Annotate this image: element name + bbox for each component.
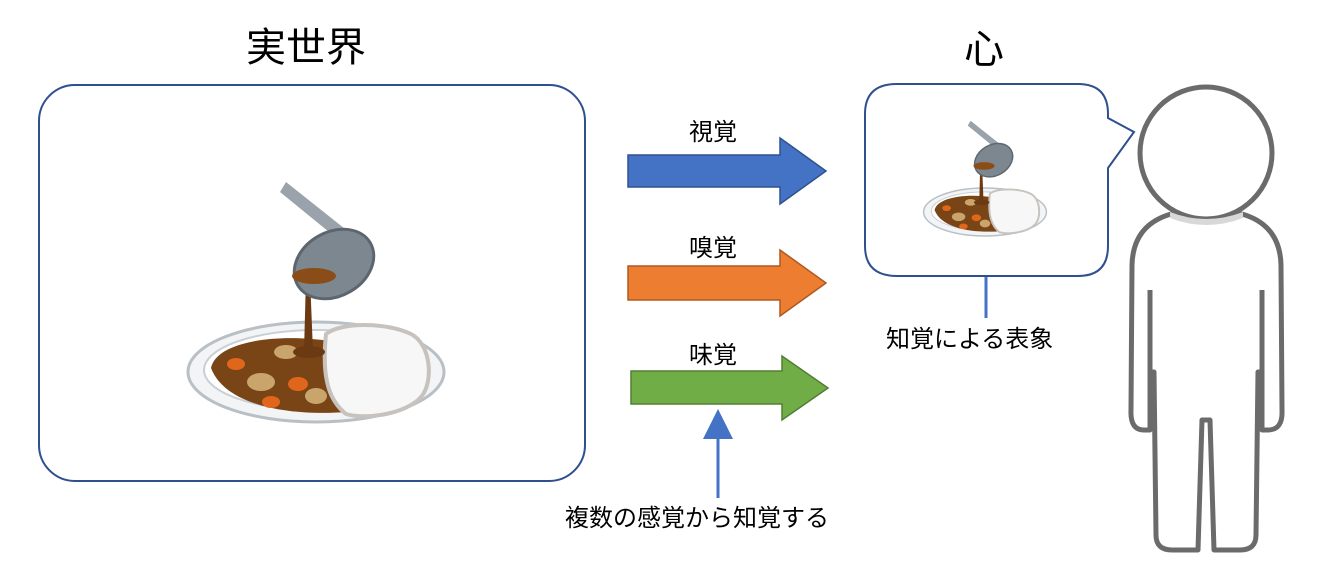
multisensory-caption: 複数の感覚から知覚する: [565, 504, 829, 532]
smell-arrow: [627, 248, 828, 318]
taste-arrow: [630, 354, 830, 422]
sight-label: 視覚: [689, 118, 737, 146]
person-silhouette: [1128, 84, 1285, 553]
sight-arrow: [627, 136, 828, 206]
smell-label: 嗅覚: [689, 234, 737, 262]
mind-bubble: [864, 83, 1136, 277]
real-world-title: 実世界: [246, 25, 366, 71]
representation-caption: 知覚による表象: [886, 325, 1054, 353]
taste-label: 味覚: [689, 341, 737, 369]
person-collar: [1170, 212, 1243, 225]
mind-title: 心: [964, 27, 1004, 73]
